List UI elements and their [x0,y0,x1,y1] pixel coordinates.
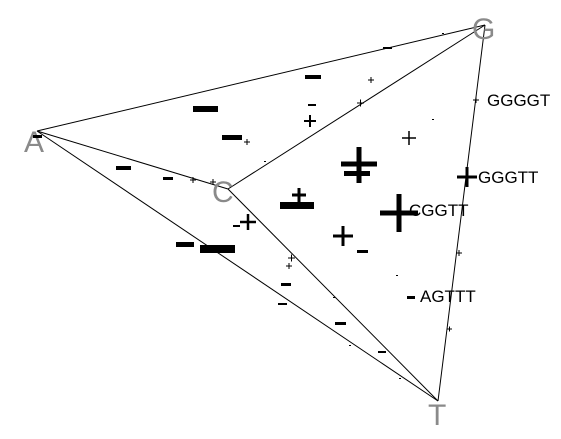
plus-marker [341,147,377,183]
plus-markers [190,77,479,332]
plus-marker [288,254,295,262]
minus-marker [378,351,386,353]
vertex-label-g: G [472,13,495,46]
plus-marker [244,139,250,145]
edge-a-t [36,130,439,402]
minus-marker [33,135,42,138]
plus-marker [357,99,364,107]
point-label-ggggt: GGGGT [487,91,550,110]
edge-dots [264,33,444,379]
plus-marker [368,77,374,83]
minus-marker [176,242,194,247]
edge-dot [349,345,351,346]
plus-marker [473,97,479,103]
point-label-gggtt: GGGTT [478,168,538,187]
minus-marker [357,250,368,253]
plus-marker [286,263,292,269]
plus-marker [380,194,418,232]
plus-marker [240,214,256,230]
plus-marker [210,179,216,185]
minus-marker [383,47,392,49]
vertex-label-a: A [24,126,44,159]
point-label-cggtt: CGGTT [409,201,469,220]
plus-marker [457,167,477,187]
minus-marker [305,75,321,79]
plus-marker [456,250,462,256]
edge-dot [432,119,434,120]
plus-marker [402,131,416,145]
minus-marker [278,303,287,305]
minus-marker [222,135,242,140]
vertex-label-c: C [212,176,234,209]
edge-dot [442,33,444,34]
minus-marker [200,245,235,253]
minus-marker [193,106,218,112]
vertex-label-t: T [428,399,446,432]
minus-marker [281,283,291,286]
minus-marker [163,177,173,180]
plus-marker [304,115,316,127]
edges [36,24,486,402]
edge-dot [264,161,266,162]
minus-marker [233,225,240,227]
edge-c-t [227,188,439,402]
edge-dot [396,275,398,276]
plus-marker [292,188,306,202]
minus-marker [116,166,131,170]
plus-marker [190,177,196,183]
edge-a-c [36,130,229,190]
plus-marker [447,326,452,332]
edge-a-g [36,24,486,132]
edge-g-t [437,24,486,402]
point-label-agttt: AGTTT [420,287,476,306]
minus-marker [407,296,415,299]
minus-marker [335,322,346,325]
edge-c-g [227,24,486,190]
minus-marker [280,202,314,209]
minus-marker [308,104,316,106]
edge-dot [333,297,335,298]
plus-marker [333,226,353,246]
edge-dot [399,378,401,379]
